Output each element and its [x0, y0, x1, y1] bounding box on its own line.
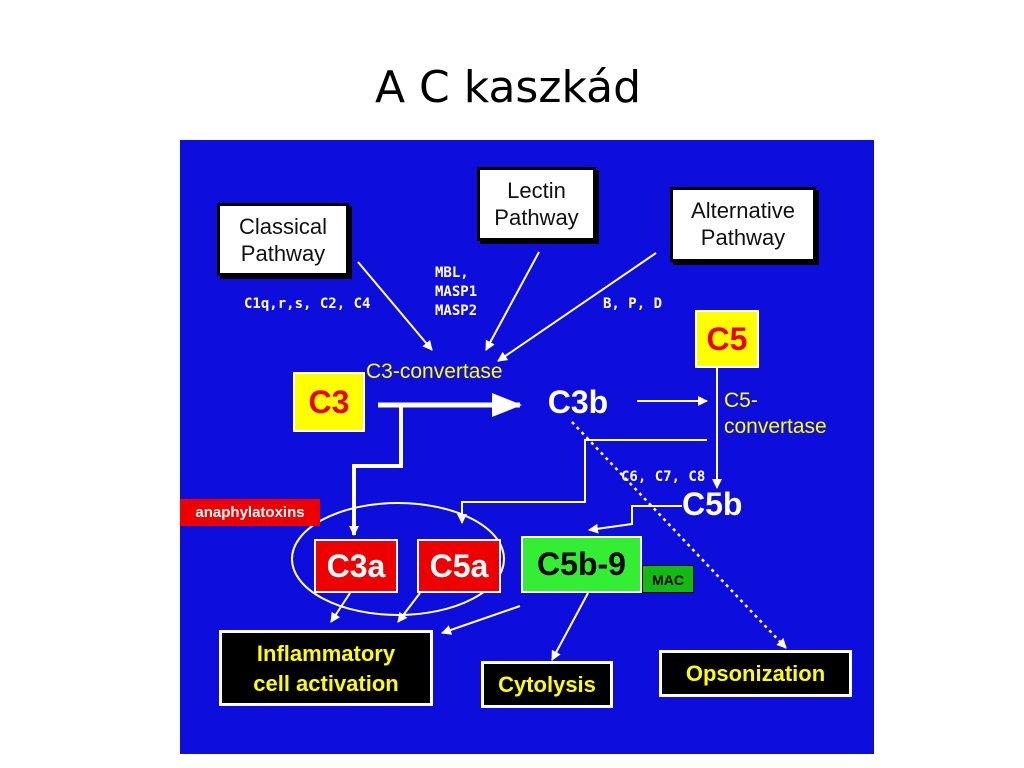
c3a-to-inflammatory-arrow [330, 592, 351, 623]
c5-box: C5 [695, 310, 759, 368]
alternative-factors-label: B, P, D [603, 296, 663, 312]
c3-to-c3a-arrow [349, 405, 403, 536]
c5a-to-inflammatory-arrow [397, 592, 421, 623]
c5a-box: C5a [417, 539, 501, 593]
classical-pathway-box: Classical Pathway [217, 203, 349, 276]
c3-box: C3 [293, 372, 365, 432]
c5b-label: C5b [682, 486, 743, 522]
slide-title: A C kaszkád [374, 62, 642, 113]
lectin-pathway-box: Lectin Pathway [477, 167, 596, 241]
late-factors-label: C6, C7, C8 [621, 469, 706, 485]
alternative-arrow [497, 252, 657, 362]
cytolysis-box: Cytolysis [481, 661, 613, 708]
c3-convertase-label: C3-convertase [366, 360, 503, 383]
c5b9-to-inflammatory-arrow [441, 605, 521, 635]
c5convertase-to-c5a-arrow [457, 439, 707, 524]
c3a-box: C3a [314, 539, 398, 593]
opsonization-box: Opsonization [659, 650, 852, 697]
c3b-label: C3b [547, 384, 609, 420]
c5b-to-c5b9-arrow [588, 505, 682, 534]
c5-convertase-label: C5- convertase [724, 389, 827, 438]
inflammatory-cell-activation-box: Inflammatory cell activation [219, 630, 433, 706]
c3b-to-opsonization-arrow [571, 421, 787, 649]
diagram-arrows [291, 251, 787, 661]
lectin-arrow [485, 251, 540, 351]
anaphylatoxins-label: anaphylatoxins [180, 499, 320, 526]
classical-factors-label: C1q,r,s, C2, C4 [244, 296, 371, 312]
alternative-pathway-box: Alternative Pathway [670, 187, 816, 262]
mac-label: MAC [642, 565, 694, 593]
c5b9-to-cytolysis-arrow [551, 592, 589, 661]
c5b9-box: C5b-9 [521, 536, 642, 593]
classical-arrow [357, 261, 433, 351]
complement-cascade-diagram: Classical Pathway Lectin Pathway Alterna… [180, 140, 874, 754]
lectin-factors-label: MBL, MASP1 MASP2 [435, 265, 478, 319]
